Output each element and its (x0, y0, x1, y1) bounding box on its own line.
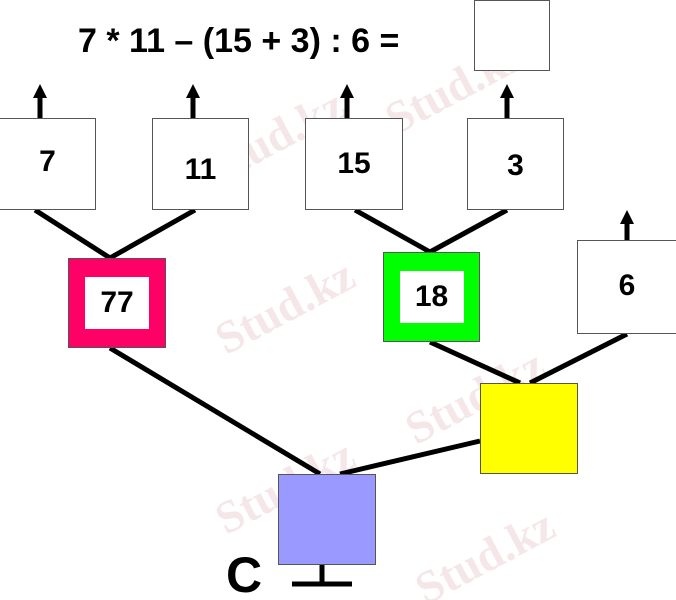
edge (528, 331, 629, 386)
product-box: 77 (68, 258, 166, 348)
edge (428, 339, 522, 386)
result-box[interactable] (278, 474, 376, 565)
answer-box[interactable] (474, 0, 550, 71)
edge (108, 345, 322, 477)
operand-box-7: 7 (0, 118, 96, 210)
product-value: 77 (85, 277, 149, 329)
result-label: C (226, 547, 263, 600)
edge (108, 207, 197, 261)
edge (33, 207, 112, 261)
edge (339, 438, 481, 477)
operand-box-3: 3 (467, 118, 564, 210)
sum-value: 18 (399, 271, 464, 323)
quotient-box[interactable] (480, 383, 578, 474)
edge (353, 207, 432, 255)
sum-box: 18 (383, 252, 480, 342)
operand-box-15: 15 (305, 118, 403, 210)
operand-box-6: 6 (577, 240, 676, 334)
edge (428, 207, 509, 255)
equation: 7 * 11 – (15 + 3) : 6 = (78, 22, 400, 60)
operand-box-11: 11 (152, 118, 249, 210)
